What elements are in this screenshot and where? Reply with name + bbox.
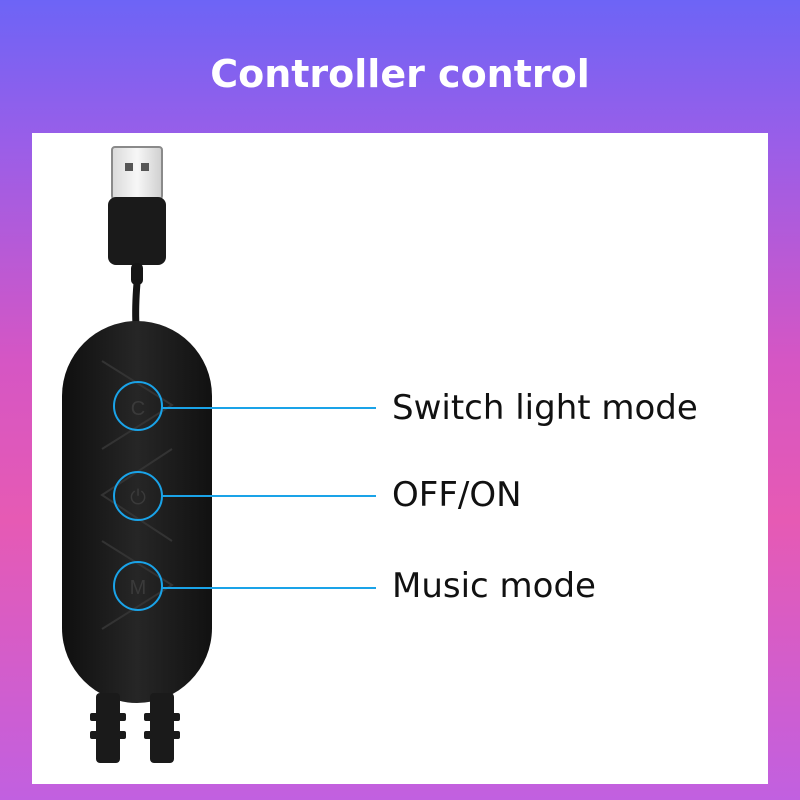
off-on-label: OFF/ON [392, 475, 522, 515]
product-panel: C ⏻ M Switch light mode OFF/ON Music mod… [32, 133, 768, 784]
mode-button-glyph: C [131, 398, 145, 420]
bottom-cables [90, 693, 180, 763]
usb-plug [108, 146, 166, 285]
controller-body [62, 321, 212, 703]
callout-lines [162, 407, 376, 589]
power-icon: ⏻ [130, 485, 146, 509]
usb-controller-illustration: C ⏻ M [62, 146, 376, 763]
usb-cable [132, 279, 141, 329]
music-button-glyph: M [130, 577, 147, 599]
music-button[interactable]: M [113, 561, 163, 611]
chevron-ridges [100, 360, 174, 630]
switch-light-mode-label: Switch light mode [392, 388, 698, 428]
page-title: Controller control [210, 52, 590, 96]
music-mode-label: Music mode [392, 566, 596, 606]
mode-button[interactable]: C [113, 381, 163, 431]
